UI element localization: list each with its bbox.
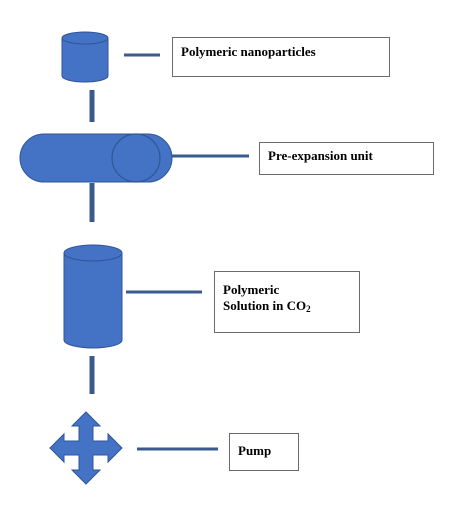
solution-cylinder	[63, 244, 123, 349]
pre-expansion-capsule	[19, 133, 173, 183]
nanoparticles-label-box: Polymeric nanoparticles	[172, 37, 390, 77]
pre-expansion-label: Pre-expansion unit	[268, 148, 373, 163]
solution-label-box: Polymeric Solution in CO2	[214, 271, 360, 333]
pump-label-box: Pump	[229, 433, 299, 471]
pre-expansion-label-box: Pre-expansion unit	[259, 142, 434, 175]
nanoparticles-label: Polymeric nanoparticles	[181, 44, 316, 59]
solution-label-subscript: 2	[306, 304, 311, 314]
nanoparticles-cylinder	[61, 31, 109, 83]
pump-shape	[49, 411, 123, 485]
pump-label: Pump	[238, 443, 272, 458]
solution-label-line1: Polymeric	[223, 282, 280, 297]
solution-label-line2: Solution in CO	[223, 298, 307, 313]
